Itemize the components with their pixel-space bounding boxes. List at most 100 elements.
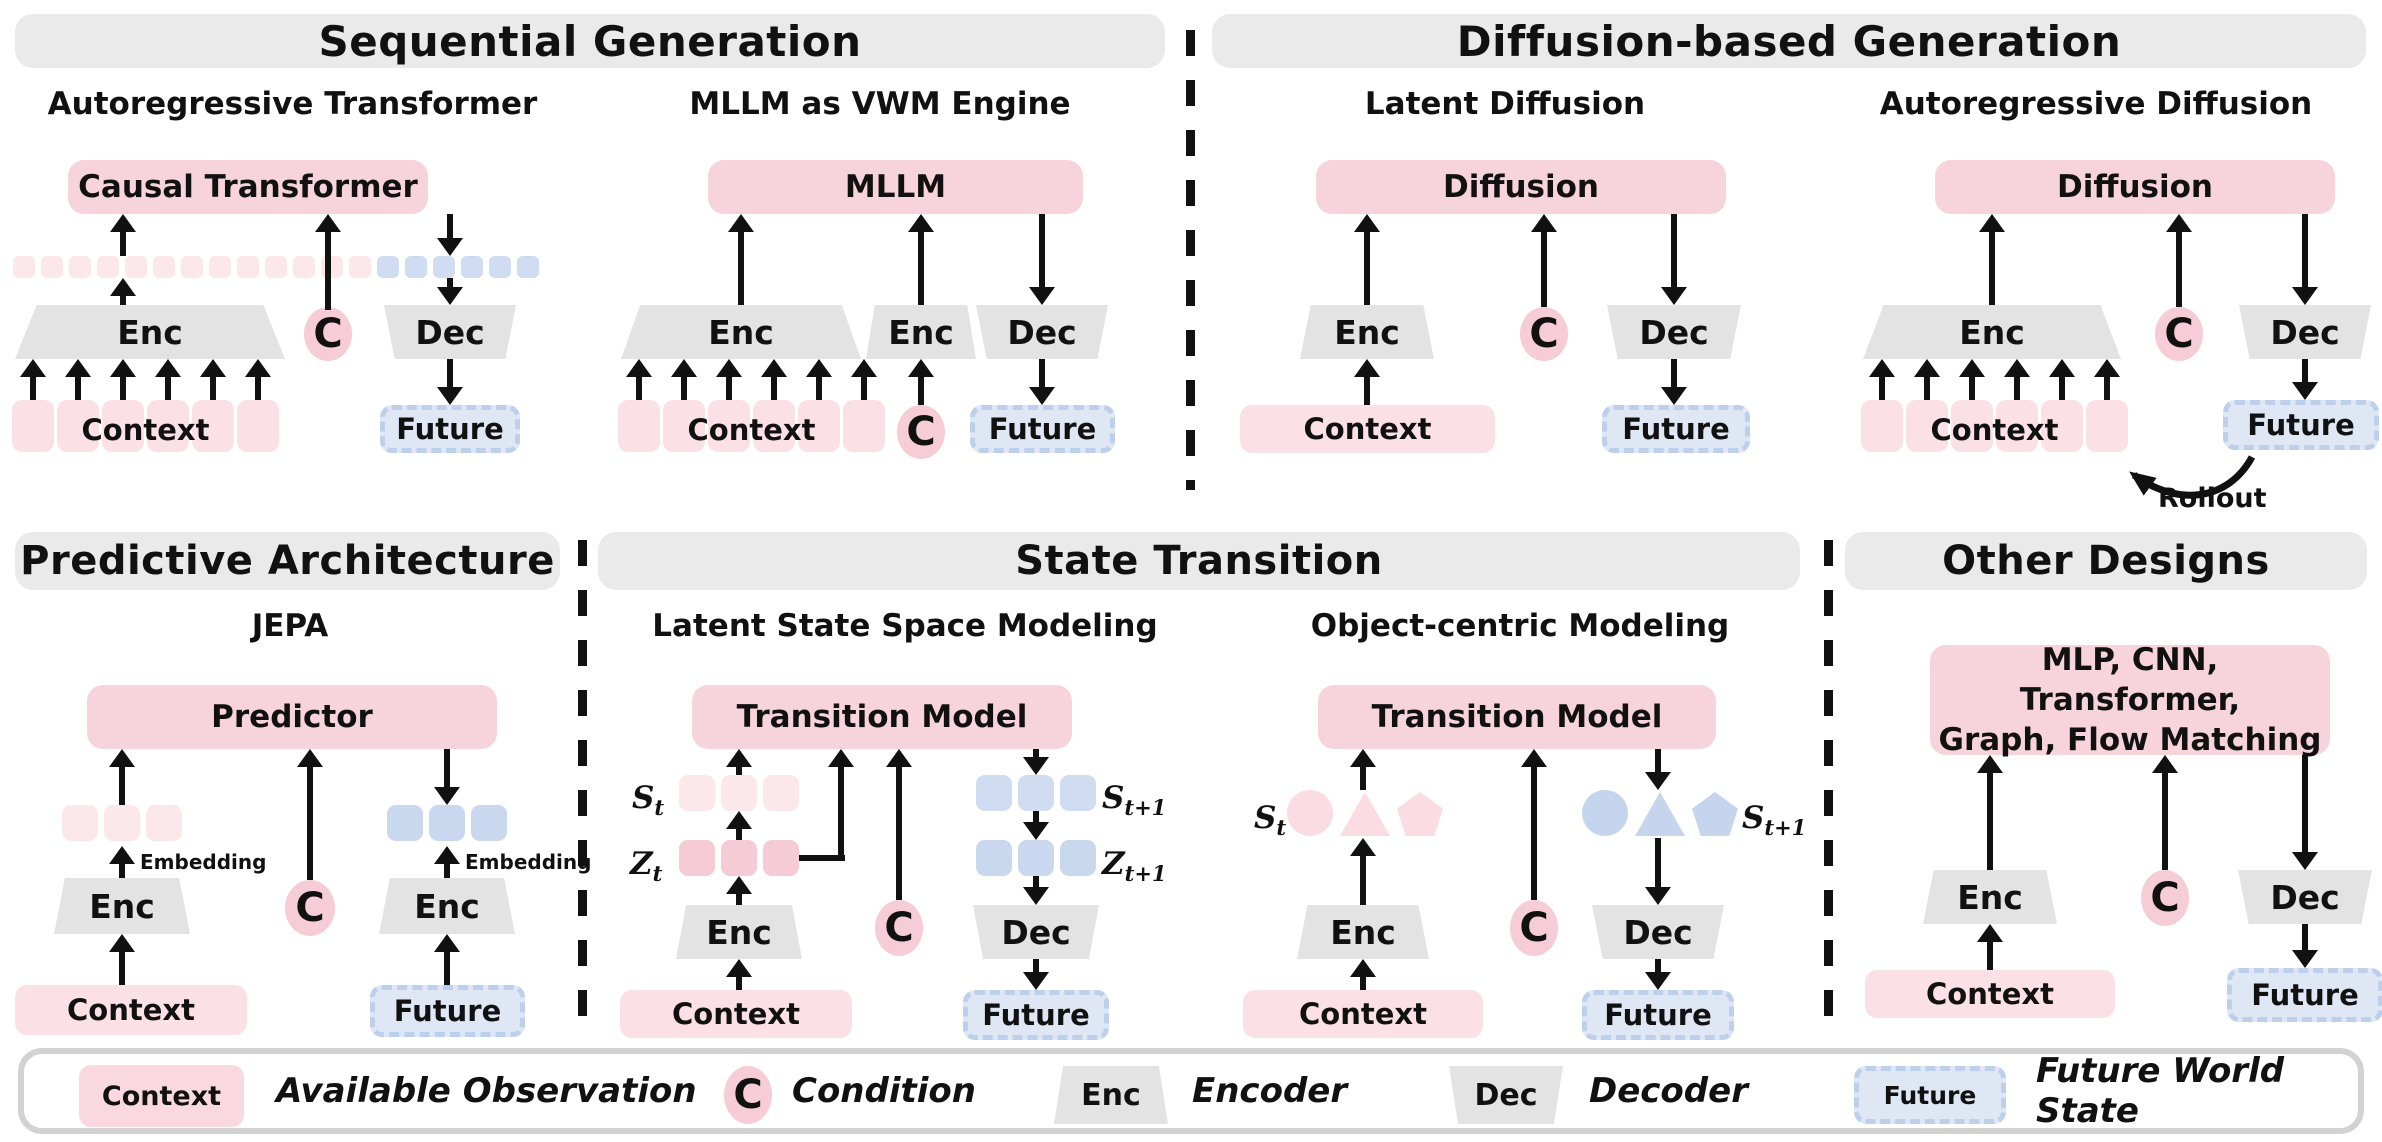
- arrow-up-icon: [109, 846, 135, 878]
- decoder-trapezoid: Dec: [2239, 305, 2371, 359]
- other-models-line1: MLP, CNN, Transformer,: [2019, 641, 2241, 718]
- state-token-icon: [721, 840, 757, 876]
- arrow-up-icon: [726, 959, 752, 990]
- context-box: Context: [620, 990, 852, 1038]
- legend-condition-label: Condition: [792, 1071, 976, 1111]
- panel-autoregressive-diffusion: Autoregressive Diffusion Diffusion Enc C…: [1810, 75, 2382, 535]
- embedding-token-icon: [387, 805, 423, 841]
- state-token-icon: [679, 840, 715, 876]
- context-box: Context: [1865, 970, 2115, 1018]
- context-label: Context: [1930, 413, 2059, 447]
- st1-label: St+1: [1102, 780, 1166, 820]
- context-token-icon: [57, 400, 99, 452]
- embedding-token-icon: [104, 805, 140, 841]
- context-token-row: [12, 400, 279, 452]
- st-row: [679, 775, 799, 811]
- state-token-icon: [976, 775, 1012, 811]
- future-token-icon: [433, 256, 455, 278]
- elbow-connector: [799, 855, 845, 861]
- arrow-up-icon: [1354, 359, 1380, 405]
- context-token-icon: [69, 256, 91, 278]
- panel-subtitle: Autoregressive Diffusion: [1879, 86, 2313, 122]
- encoder-trapezoid: Enc: [379, 878, 515, 934]
- divider-mid-left: [578, 540, 587, 1032]
- decoder-trapezoid: Dec: [976, 305, 1108, 359]
- arrow-down-icon: [1661, 214, 1687, 305]
- arrow-down-icon: [2292, 359, 2318, 400]
- context-token-icon: [1861, 400, 1903, 452]
- context-token-icon: [1951, 400, 1993, 452]
- arrow-down-icon: [1023, 811, 1049, 840]
- arrow-up-icon: [2049, 359, 2075, 400]
- arrow-up-icon: [1350, 959, 1376, 990]
- embedding-token-icon: [62, 805, 98, 841]
- embedding-token-icon: [429, 805, 465, 841]
- arrow-up-icon: [155, 359, 181, 400]
- encoder-trapezoid: Enc: [54, 878, 190, 934]
- zt-sub: t: [652, 861, 663, 887]
- arrow-up-icon: [1350, 838, 1376, 905]
- legend-context-sample: Context: [79, 1065, 244, 1127]
- condition-circle: C: [2155, 307, 2203, 361]
- legend-decoder-label: Decoder: [1589, 1071, 1748, 1111]
- zt1-base: Z: [1102, 846, 1125, 882]
- arrow-down-icon: [1645, 749, 1671, 790]
- state-token-icon: [679, 775, 715, 811]
- arrow-up-icon: [2166, 214, 2192, 307]
- state-token-icon: [976, 840, 1012, 876]
- condition-circle: C: [1510, 900, 1558, 956]
- condition-circle: C: [875, 900, 923, 956]
- context-token-icon: [349, 256, 371, 278]
- arrow-up-icon: [434, 934, 460, 985]
- st-base: S: [1254, 800, 1277, 836]
- panel-subtitle: Latent State Space Modeling: [652, 608, 1158, 644]
- arrow-down-icon: [1645, 959, 1671, 990]
- arrow-up-icon: [1869, 359, 1895, 400]
- arrow-down-icon: [437, 359, 463, 405]
- context-token-icon: [663, 400, 705, 452]
- arrow-up-icon: [65, 359, 91, 400]
- transition-model-box: Transition Model: [1318, 685, 1716, 749]
- arrow-down-icon: [1661, 359, 1687, 405]
- condition-circle: C: [1520, 307, 1568, 361]
- object-shapes-blue: [1582, 790, 1738, 836]
- context-token-icon: [798, 400, 840, 452]
- circle-shape-icon: [1287, 790, 1333, 836]
- mllm-box: MLLM: [708, 160, 1083, 214]
- arrow-up-icon: [1959, 359, 1985, 400]
- condition-circle: C: [2141, 870, 2189, 926]
- zt-label: Zt: [630, 846, 662, 886]
- arrow-up-icon: [245, 359, 271, 400]
- arrow-down-icon: [1023, 959, 1049, 990]
- arrow-down-icon: [434, 749, 460, 805]
- zt1-sub: t+1: [1124, 861, 1167, 887]
- context-token-icon: [13, 256, 35, 278]
- arrow-down-icon: [2292, 755, 2318, 870]
- context-token-row: [1861, 400, 2128, 452]
- panel-subtitle: Object-centric Modeling: [1310, 608, 1730, 644]
- st-sub: t: [654, 795, 665, 821]
- token-group-pink: [13, 256, 371, 278]
- arrow-up-icon: [434, 846, 460, 878]
- arrow-up-icon: [716, 359, 742, 400]
- future-box: Future: [2223, 400, 2379, 450]
- context-box: Context: [1240, 405, 1495, 453]
- arrow-up-icon: [1914, 359, 1940, 400]
- encoder-trapezoid: Enc: [1297, 905, 1429, 959]
- arrow-up-icon: [297, 749, 323, 880]
- encoder-trapezoid: Enc: [15, 305, 285, 359]
- decoder-trapezoid: Dec: [384, 305, 516, 359]
- embedding-row-blue: [387, 805, 507, 841]
- encoder-trapezoid: Enc: [866, 305, 976, 359]
- arrow-up-icon: [728, 214, 754, 305]
- encoder-trapezoid: Enc: [1923, 870, 2057, 924]
- zt1-row: [976, 840, 1096, 876]
- decoder-trapezoid: Dec: [973, 905, 1099, 959]
- object-shapes-pink: [1287, 790, 1443, 836]
- zt1-label: Zt+1: [1102, 846, 1167, 886]
- panel-subtitle: MLLM as VWM Engine: [689, 86, 1071, 122]
- arrow-down-icon: [1023, 749, 1049, 775]
- st-label: St: [1254, 800, 1286, 840]
- context-token-icon: [237, 256, 259, 278]
- legend-condition-sample: C: [724, 1066, 772, 1124]
